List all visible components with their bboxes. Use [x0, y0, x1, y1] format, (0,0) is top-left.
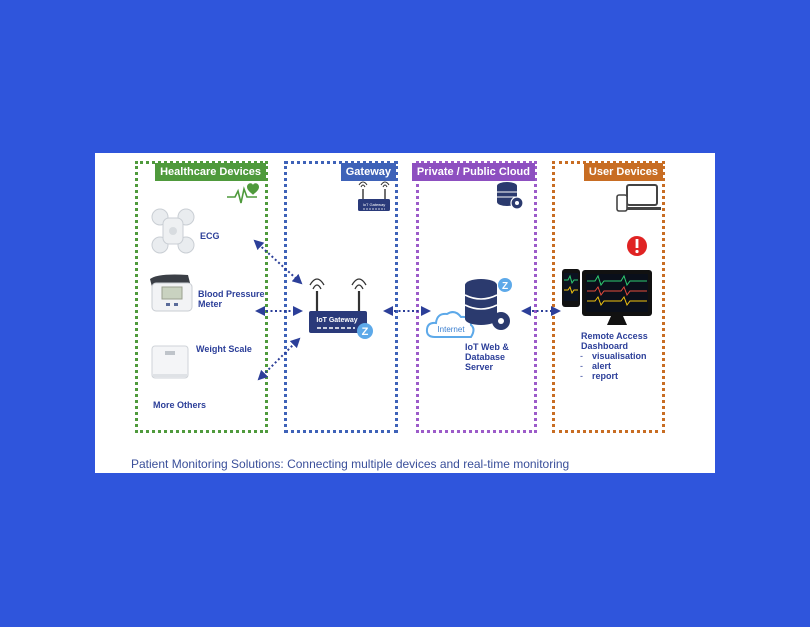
database-gear-small-icon: [497, 182, 524, 210]
server-label-1: IoT Web &: [465, 342, 509, 352]
dashboard-label-2: Dashboard: [581, 341, 629, 351]
small-gateway-text: IoT Gateway: [363, 202, 386, 207]
ecg-device-icon: [151, 208, 195, 254]
feature-item: -report: [580, 371, 619, 381]
feature-visualisation: visualisation: [592, 351, 647, 361]
blood-pressure-meter-icon: [150, 274, 193, 312]
weight-scale-icon: [151, 345, 189, 379]
internet-label: Internet: [437, 325, 465, 334]
devices-icon: [616, 184, 661, 212]
arrow-scale-gateway: [257, 337, 301, 381]
cloud-column: Private / Public Cloud: [411, 161, 537, 433]
dashboard-monitor-icon: [582, 270, 652, 325]
blood-pressure-label-1: Blood Pressure: [198, 289, 265, 299]
more-others-label: More Others: [153, 400, 207, 410]
gateway-device-text: IoT Gateway: [316, 317, 357, 324]
svg-text:Z: Z: [362, 326, 369, 338]
iot-gateway-router-icon: IoT Gateway Z: [309, 278, 373, 339]
cloud-title: Private / Public Cloud: [411, 163, 535, 181]
feature-item: -alert: [580, 361, 612, 371]
phone-icon: [562, 269, 580, 307]
internet-cloud-icon: Internet: [425, 311, 475, 338]
small-router-icon: IoT Gateway: [358, 181, 390, 211]
svg-text:Z: Z: [502, 281, 508, 292]
feature-alert: alert: [592, 361, 612, 371]
server-label-2: Database: [465, 352, 506, 362]
alert-icon: [627, 236, 647, 256]
blood-pressure-label-2: Meter: [198, 299, 223, 309]
server-label-3: Server: [465, 362, 494, 372]
gateway-column: Gateway: [284, 161, 398, 433]
heart-pulse-icon: [227, 183, 259, 204]
arrow-ecg-gateway: [253, 239, 303, 285]
diagram-caption: Patient Monitoring Solutions: Connecting…: [131, 457, 570, 471]
user-devices-column: User Devices: [552, 161, 665, 433]
connector-arrows: [253, 239, 561, 381]
healthcare-devices-column: Healthcare Devices: [135, 161, 268, 433]
dashboard-label-1: Remote Access: [581, 331, 648, 341]
dashboard-features-list: -visualisation -alert -report: [580, 351, 647, 381]
feature-report: report: [592, 371, 619, 381]
user-devices-title: User Devices: [583, 163, 663, 181]
database-server-icon: Z: [464, 278, 512, 330]
healthcare-devices-title: Healthcare Devices: [155, 163, 266, 181]
weight-scale-label: Weight Scale: [196, 344, 252, 354]
gateway-title: Gateway: [340, 163, 396, 181]
feature-item: -visualisation: [580, 351, 647, 361]
ecg-label: ECG: [200, 231, 220, 241]
diagram-card: Healthcare Devices Gateway Private / Pub…: [95, 153, 715, 473]
